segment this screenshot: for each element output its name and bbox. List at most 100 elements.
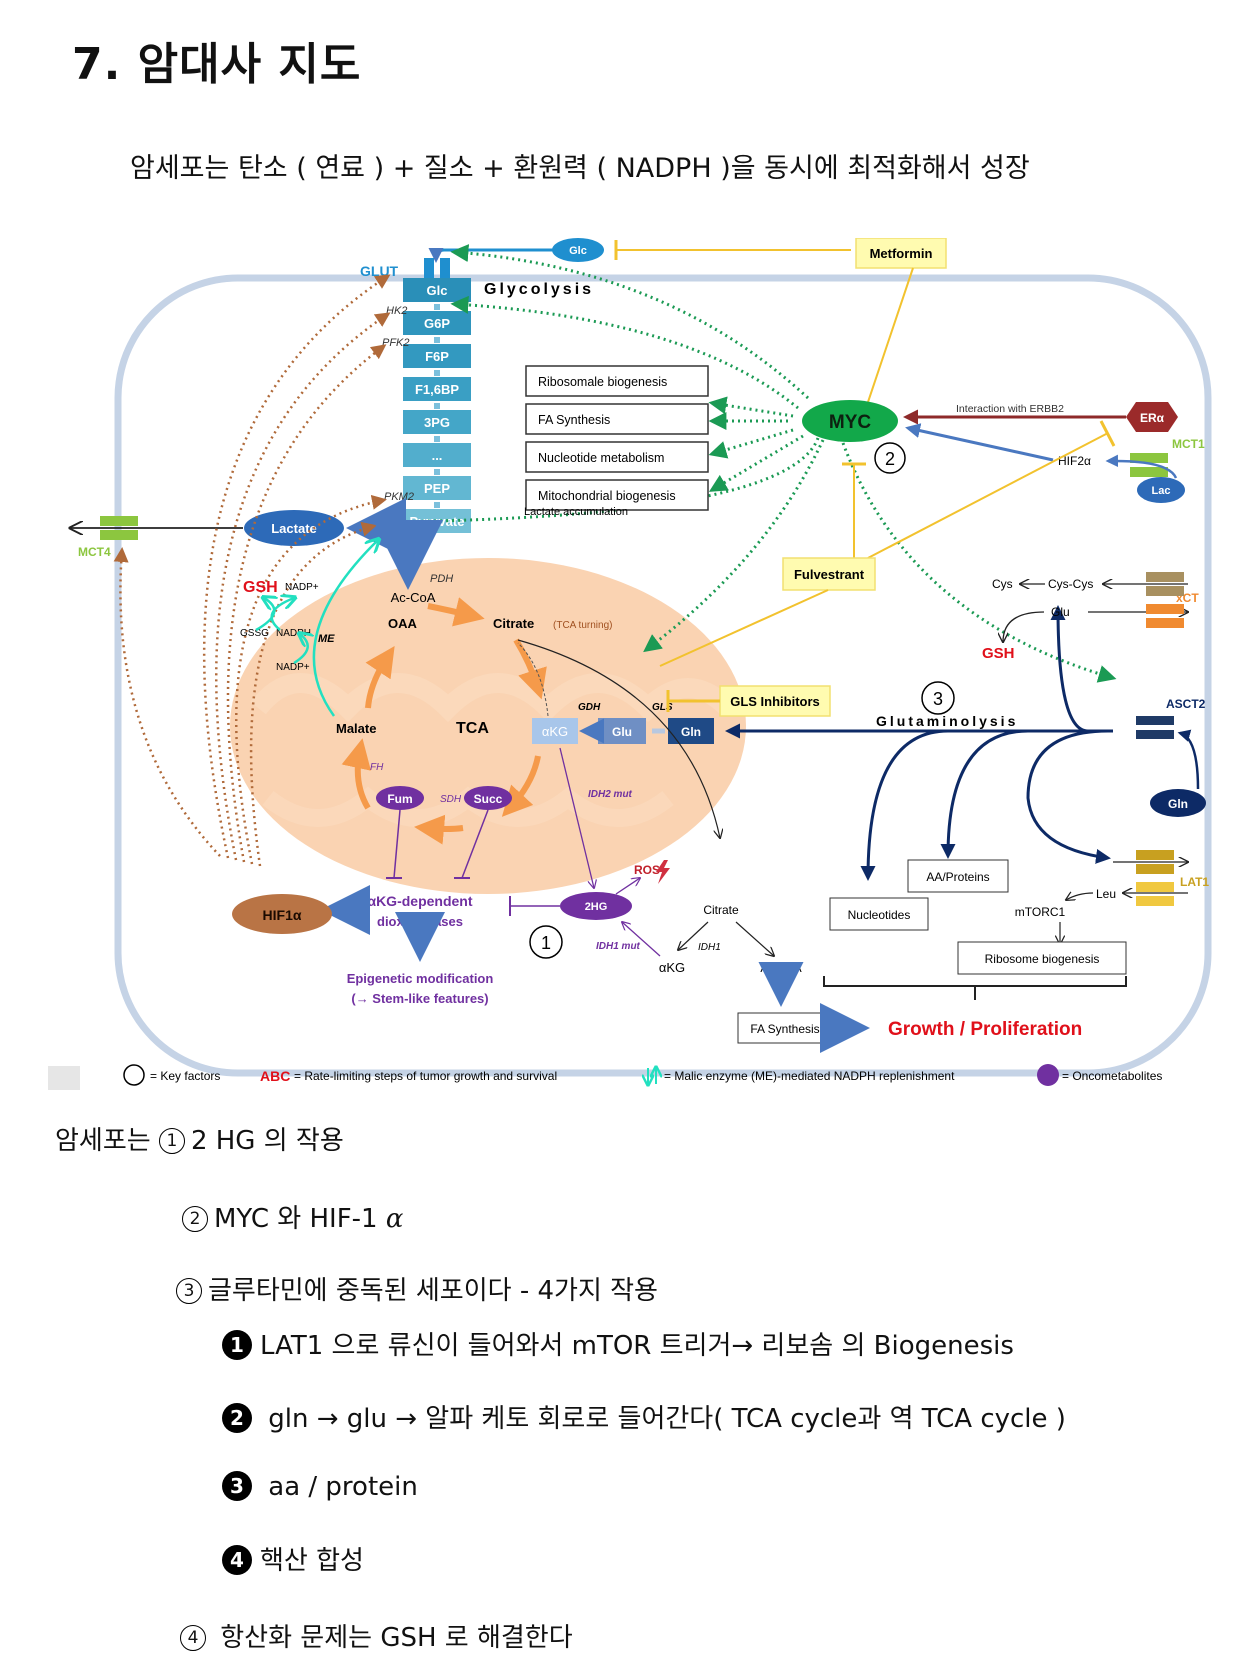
glc-external <box>552 238 604 262</box>
myc-target-label: FA Synthesis <box>538 413 610 427</box>
gln-label: Gln <box>681 725 701 739</box>
legend-key-factors: = Key factors <box>150 1069 220 1083</box>
akg-box <box>532 718 578 744</box>
glu-label: Glu <box>612 725 632 739</box>
era-label: ERα <box>1140 411 1165 425</box>
xct-cys: Cys <box>992 577 1013 591</box>
mct1-transporter <box>1130 453 1168 463</box>
enzyme-hk2: HK2 <box>386 305 407 317</box>
xct-transporter <box>1146 604 1184 614</box>
akg-to-2hg-arrow <box>559 747 594 888</box>
hif1a-activation-arrows <box>113 274 391 867</box>
enzyme-idh1: IDH1 <box>698 942 721 953</box>
enzyme-gdh: GDH <box>578 702 601 713</box>
enzyme-pfk2: PFK2 <box>382 337 410 349</box>
note-1-text: 2 HG 의 작용 <box>190 1126 344 1156</box>
glc-uptake-arrow <box>428 247 553 263</box>
nadph-label: NADPH <box>276 628 311 639</box>
legend-abc: ABC <box>260 1068 290 1084</box>
glycolysis-step-label: ... <box>432 448 443 463</box>
asct2-transporter <box>1136 730 1174 739</box>
key-factor-3-number: 3 <box>933 689 943 709</box>
hif2a-label: HIF2α <box>1058 454 1091 468</box>
cytosol-acoa: Ac-CoA <box>760 961 801 975</box>
lat1-label: LAT1 <box>1180 875 1209 889</box>
enzyme-me: ME <box>318 633 335 645</box>
legend-malic: = Malic enzyme (ME)-mediated NADPH reple… <box>664 1069 955 1083</box>
nucleotides-box <box>829 897 929 931</box>
epigenetic-line1: Epigenetic modification <box>347 971 494 986</box>
myc-activation-arrows <box>374 244 1117 683</box>
gssg-label: GSSG <box>240 628 269 639</box>
dioxygenases-line2: dioxygenases <box>377 914 463 929</box>
note-line-4: 4 항산화 문제는 GSH 로 해결한다 <box>180 1617 573 1654</box>
xct-gsh: GSH <box>982 645 1015 662</box>
glycolysis-step-arrow <box>434 403 440 409</box>
glycolysis-step-arrow <box>434 436 440 442</box>
note-1-prefix: 암세포는 <box>55 1126 151 1156</box>
gls-inhibitors-label: GLS Inhibitors <box>730 694 820 709</box>
lactate-accumulation-label: Lactate accumulation <box>524 506 628 518</box>
xct-transporter <box>1146 586 1184 596</box>
glycolysis-step-label: G6P <box>424 316 450 331</box>
legend-key-factor-icon <box>123 1064 145 1086</box>
gls-inhibitors-box <box>719 685 831 717</box>
nucleotides-label: Nucleotides <box>848 908 911 922</box>
myc-target-box <box>525 365 709 397</box>
sub-note-4-text: 핵산 합성 <box>260 1546 364 1576</box>
marker-circle-1: 1 <box>158 1128 185 1154</box>
gln-external-label: Gln <box>1168 797 1188 811</box>
note-2-text: MYC 와 HIF-1 <box>214 1204 378 1234</box>
fulvestrant-box <box>782 557 876 591</box>
ribosome-biogenesis-label: Ribosome biogenesis <box>985 952 1100 966</box>
sub-note-3-text: aa / protein <box>260 1472 418 1502</box>
enzyme-idh2-mut: IDH2 mut <box>588 789 633 800</box>
leu-to-mtor-arrow <box>1066 893 1094 900</box>
fulvestrant-label: Fulvestrant <box>794 567 865 582</box>
left-gray-strip <box>48 1066 80 1090</box>
key-factor-2-number: 2 <box>885 449 895 469</box>
mtorc1-label: mTORC1 <box>1015 905 1066 919</box>
legend-oncometabolite-icon <box>1037 1064 1059 1086</box>
myc-target-box <box>525 441 709 473</box>
fum-inhibit-line <box>393 809 401 879</box>
sub-note-3: 3 aa / protein <box>222 1471 418 1502</box>
lactate-node <box>244 510 344 546</box>
glycolysis-step-box <box>403 344 471 368</box>
xct-cys-cys: Cys-Cys <box>1048 577 1093 591</box>
succ-node <box>464 786 512 810</box>
key-factor-1-circle <box>529 925 563 959</box>
glycolysis-step-box <box>403 443 471 467</box>
sub-note-1-text: LAT1 으로 류신이 들어와서 mTOR 트리거→ 리보솜 의 Biogene… <box>260 1331 1014 1361</box>
myc-target-label: Mitochondrial biogenesis <box>538 489 676 503</box>
enzyme-gls: GLS <box>652 702 673 713</box>
lat1-transporter <box>1136 864 1174 874</box>
glycolysis-step-arrow <box>434 337 440 343</box>
mct4-transporter <box>100 530 138 540</box>
lac-label: Lac <box>1152 485 1171 497</box>
cytosol-akg: αKG <box>659 960 685 975</box>
glycolysis-step-label: F6P <box>425 349 449 364</box>
2hg-node <box>560 892 632 920</box>
marker-circle-2: 2 <box>182 1206 208 1232</box>
enzyme-sdh: SDH <box>440 794 462 805</box>
xct-glu: Glu <box>1051 605 1070 619</box>
aa-proteins-label: AA/Proteins <box>926 870 989 884</box>
akg-to-2hg-idh1-arrow <box>622 922 661 957</box>
era-node <box>1126 402 1178 432</box>
citrate-export-arrow <box>517 639 720 838</box>
lac-to-hif2a-arrow <box>1105 454 1178 479</box>
growth-bracket <box>823 976 1127 1000</box>
page-title: 7. 암대사 지도 <box>72 39 362 90</box>
marker-filled-3: 3 <box>222 1471 252 1501</box>
glycolysis-step-label: PEP <box>424 481 450 496</box>
enzyme-pkm2: PKM2 <box>384 491 414 503</box>
key-factor-2-circle <box>874 442 906 474</box>
asct2-label: ASCT2 <box>1166 697 1206 711</box>
key-factor-3-circle <box>921 681 955 715</box>
erbb2-label: Interaction with ERBB2 <box>956 403 1064 415</box>
